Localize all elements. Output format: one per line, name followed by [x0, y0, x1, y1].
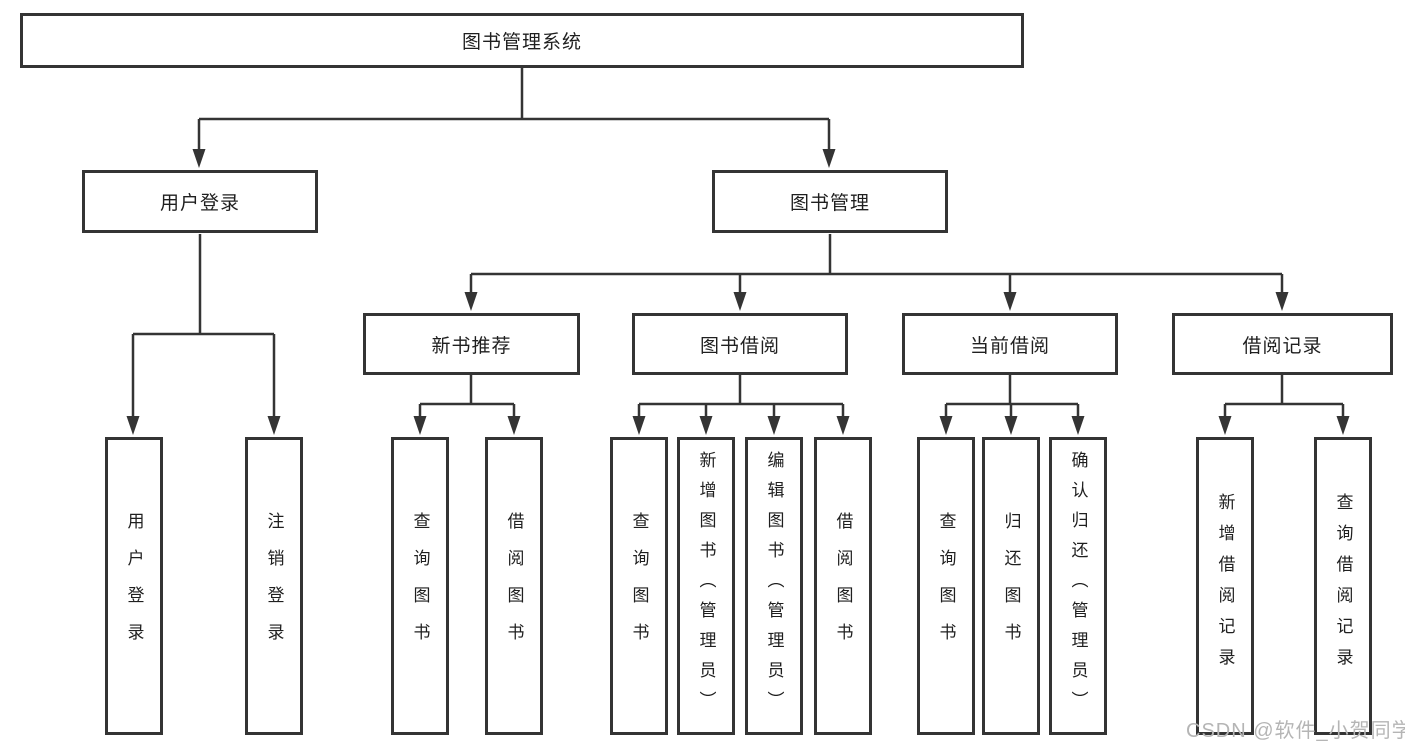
- node-book-borrowing: 图书借阅: [632, 313, 848, 375]
- leaf-query-books-current: 查询图书: [917, 437, 975, 735]
- csdn-watermark: CSDN @软件_小贺同学: [1186, 720, 1405, 742]
- leaf-confirm-return-admin: 确认归还（管理员）: [1049, 437, 1107, 735]
- leaf-user-login-label: 用户登录: [124, 512, 144, 660]
- leaf-query-books-current-label: 查询图书: [936, 512, 956, 660]
- leaf-borrow-books-borrowing: 借阅图书: [814, 437, 872, 735]
- leaf-query-books-borrowing-label: 查询图书: [629, 512, 649, 660]
- node-new-book-recommend: 新书推荐: [363, 313, 580, 375]
- node-user-login-label: 用户登录: [159, 193, 240, 214]
- leaf-add-borrow-record: 新增借阅记录: [1196, 437, 1254, 735]
- leaf-return-books-label: 归还图书: [1001, 512, 1021, 660]
- node-borrowing-records-label: 借阅记录: [1242, 335, 1323, 357]
- node-book-management-label: 图书管理: [789, 193, 870, 214]
- leaf-confirm-return-admin-label: 确认归还（管理员）: [1068, 451, 1088, 721]
- node-new-book-recommend-label: 新书推荐: [431, 335, 512, 357]
- leaf-borrow-books-recommend: 借阅图书: [485, 437, 543, 735]
- node-borrowing-records: 借阅记录: [1172, 313, 1393, 375]
- leaf-edit-book-admin-label: 编辑图书（管理员）: [764, 451, 784, 721]
- leaf-edit-book-admin: 编辑图书（管理员）: [745, 437, 803, 735]
- leaf-query-borrow-record: 查询借阅记录: [1314, 437, 1372, 735]
- leaf-add-book-admin: 新增图书（管理员）: [677, 437, 735, 735]
- leaf-borrow-books-recommend-label: 借阅图书: [504, 512, 524, 660]
- arrowheads: [126, 149, 1350, 435]
- node-user-login: 用户登录: [82, 170, 318, 233]
- node-library-system-label: 图书管理系统: [461, 32, 582, 53]
- leaf-user-login: 用户登录: [105, 437, 163, 735]
- leaf-query-books-borrowing: 查询图书: [610, 437, 668, 735]
- node-current-borrowing: 当前借阅: [902, 313, 1118, 375]
- node-book-borrowing-label: 图书借阅: [699, 335, 780, 357]
- node-library-system: 图书管理系统: [20, 13, 1024, 68]
- leaf-query-books-recommend-label: 查询图书: [410, 512, 430, 660]
- leaf-logout-label: 注销登录: [264, 512, 284, 660]
- node-current-borrowing-label: 当前借阅: [969, 335, 1050, 357]
- connector-lines: [131, 68, 1345, 425]
- leaf-add-borrow-record-label: 新增借阅记录: [1215, 493, 1235, 679]
- leaf-logout: 注销登录: [245, 437, 303, 735]
- leaf-query-borrow-record-label: 查询借阅记录: [1333, 493, 1353, 679]
- leaf-add-book-admin-label: 新增图书（管理员）: [696, 451, 716, 721]
- leaf-borrow-books-borrowing-label: 借阅图书: [833, 512, 853, 660]
- node-book-management: 图书管理: [712, 170, 948, 233]
- leaf-return-books: 归还图书: [982, 437, 1040, 735]
- leaf-query-books-recommend: 查询图书: [391, 437, 449, 735]
